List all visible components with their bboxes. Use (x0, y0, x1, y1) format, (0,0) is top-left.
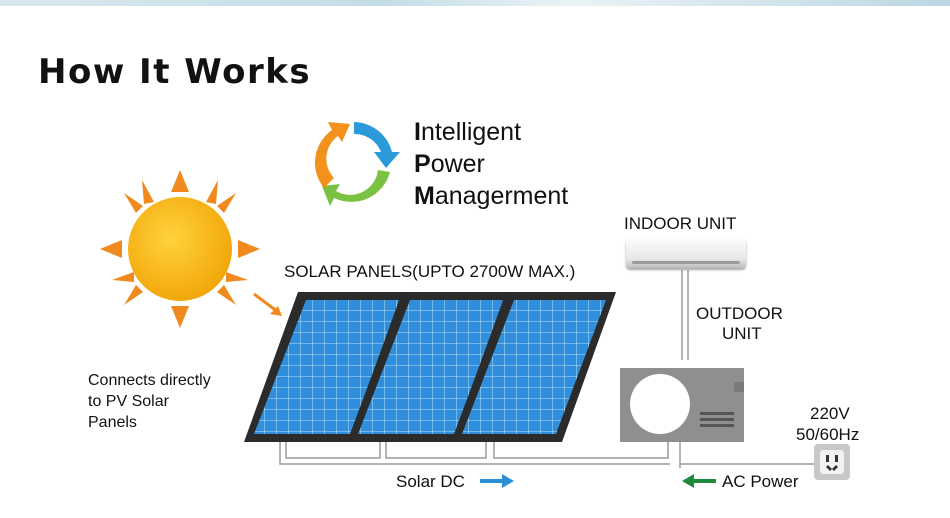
outdoor-unit-knob (734, 382, 744, 392)
ipm-word-management: anagerment (434, 182, 569, 210)
arrow-right-icon (480, 474, 514, 488)
page-title: How It Works (38, 52, 312, 92)
cycle-arrows-icon (315, 122, 400, 206)
solar-panel-3 (452, 292, 616, 442)
connects-line-3: Panels (88, 414, 137, 431)
outdoor-unit-label-line2: UNIT (722, 324, 762, 343)
solar-panels-group (244, 292, 616, 442)
ac-power-label: AC Power (722, 472, 799, 491)
frequency-label: 50/60Hz (796, 425, 860, 444)
ipm-word-power: ower (430, 150, 485, 178)
outdoor-unit-label-line1: OUTDOOR (696, 304, 783, 323)
connects-directly-text: Connects directly to PV Solar Panels (88, 370, 211, 433)
intelligent-power-management-text: Intelligent Power Managerment (414, 116, 568, 212)
arrow-left-icon (682, 474, 716, 488)
indoor-unit-icon (626, 238, 746, 268)
top-banner-strip (0, 0, 950, 6)
indoor-unit-label: INDOOR UNIT (624, 214, 737, 233)
solar-panels-label: SOLAR PANELS(UPTO 2700W MAX.) (284, 262, 576, 281)
ipm-initial-i: I (414, 118, 421, 146)
vent-grille (700, 412, 734, 430)
ipm-initial-m: M (414, 182, 435, 210)
sun-icon (100, 170, 260, 328)
ipm-initial-p: P (414, 150, 431, 178)
ipm-word-intelligent: ntelligent (420, 118, 522, 146)
solar-dc-label: Solar DC (396, 472, 465, 491)
sun-to-panel-arrow-icon (253, 292, 282, 316)
power-socket-icon (814, 444, 850, 480)
fan-icon (630, 374, 690, 434)
wiring-lines (279, 270, 830, 468)
voltage-label: 220V (810, 404, 850, 423)
connects-line-1: Connects directly (88, 372, 211, 389)
outdoor-unit-icon (620, 368, 744, 442)
connects-line-2: to PV Solar (88, 393, 169, 410)
